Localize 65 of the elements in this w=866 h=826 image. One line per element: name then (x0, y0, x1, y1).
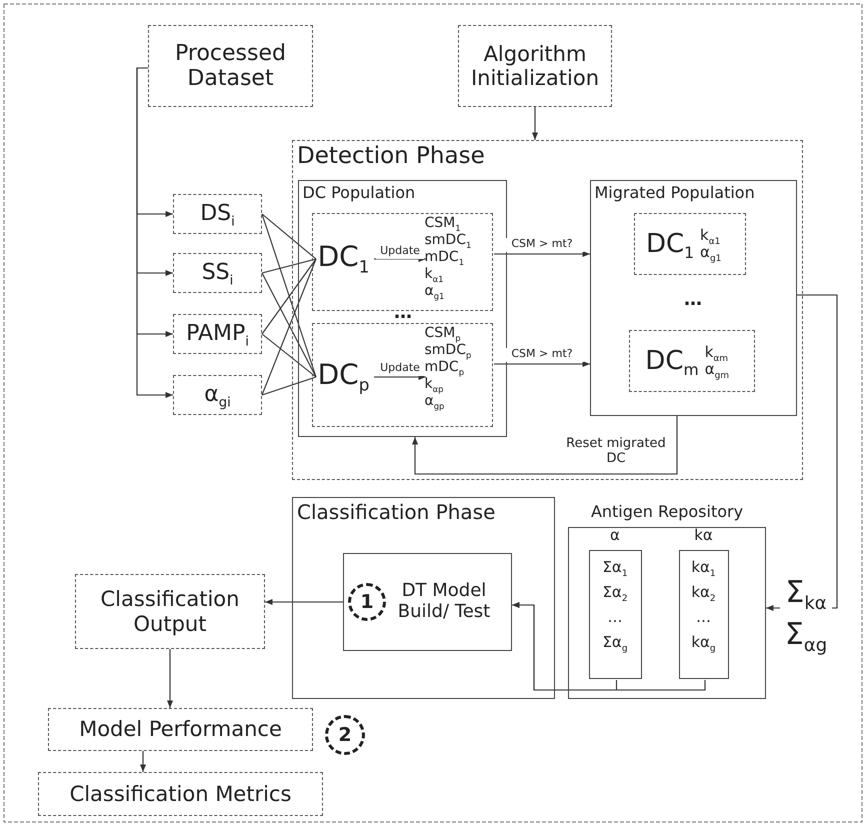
box-label: α$_{gi}$ (204, 382, 231, 408)
panel-heading: DC Population (302, 182, 416, 202)
signal-list: CSM$_{1}$ smDC$_{1}$ mDC$_{1}$ k$_{α1}$ α$_{g1}$ (424, 214, 490, 298)
connector-line (262, 258, 316, 334)
migrated-dc-box (634, 213, 746, 275)
model-box (342, 552, 512, 650)
arrow (412, 416, 678, 475)
connector-line (261, 214, 317, 378)
signal-list: CSM$_{p}$ smDC$_{p}$ mDC$_{p}$ k$_{αp}$ α$_{gp}$ (424, 324, 490, 408)
box-label: PAMP$_{i}$ (186, 321, 249, 347)
value-list: k$_{α1}$ α$_{g1}$ (700, 227, 734, 261)
connector-line (262, 334, 316, 378)
dc-label: DC$_{p}$ (314, 356, 372, 394)
callout-number: 2 (325, 715, 365, 755)
phase-panel (292, 497, 555, 699)
box-label: Classification Output (100, 587, 240, 636)
panel-heading: Detection Phase (297, 143, 485, 169)
box-label: Processed Dataset (174, 40, 287, 92)
box-label: DT Model Build/ Test (396, 580, 492, 622)
box-label: Model Performance (79, 717, 282, 742)
arrow (512, 602, 706, 691)
signal-box (173, 194, 262, 234)
population-panel (590, 180, 796, 416)
dc-label: DC$_{1}$ (646, 229, 694, 259)
box-label: Classification Metrics (70, 782, 292, 806)
migrated-dc-box (629, 330, 755, 392)
dc-label: DC$_{m}$ (645, 346, 699, 376)
connector-line (262, 272, 316, 378)
panel-heading: Classification Phase (297, 500, 496, 524)
ellipsis: … (393, 307, 413, 319)
signal-box (173, 375, 262, 415)
arrow (494, 250, 590, 258)
arrow (166, 649, 174, 708)
box-label: Algorithm Initialization (470, 42, 600, 90)
panel-heading: Antigen Repository (590, 502, 744, 521)
initialization-box (458, 25, 612, 107)
panel-heading: Migrated Population (594, 182, 755, 202)
arrow (494, 360, 590, 368)
output-box (75, 574, 265, 649)
connector-line (262, 214, 316, 260)
performance-box (48, 708, 313, 751)
arrow (136, 67, 173, 398)
signal-box (173, 314, 262, 354)
value-column: Σα$_{1}$ Σα$_{2}$ … Σα$_{g}$ (588, 550, 642, 678)
edge-label: Update (376, 245, 424, 259)
arrow (374, 374, 426, 380)
dc-label: DC$_{1}$ (314, 238, 372, 276)
signal-box (173, 253, 262, 293)
arrow (140, 751, 146, 772)
column-heading: kα (693, 526, 714, 544)
callout-number: 1 (348, 583, 386, 621)
arrow (265, 598, 343, 606)
connector-line (262, 376, 316, 396)
metrics-box (38, 772, 323, 816)
dataset-box (148, 25, 313, 107)
ellipsis: … (683, 292, 703, 308)
arrow (374, 256, 426, 262)
arrow (532, 107, 538, 140)
value-list: k$_{αm}$ α$_{gm}$ (704, 344, 739, 378)
value-column: kα$_{1}$ kα$_{2}$ … kα$_{g}$ (678, 550, 728, 678)
box-label: SS$_{i}$ (202, 260, 234, 286)
column-heading: α (609, 526, 621, 544)
connector-line (261, 258, 317, 396)
connector-line (262, 258, 316, 274)
box-label: DS$_{i}$ (200, 201, 235, 227)
